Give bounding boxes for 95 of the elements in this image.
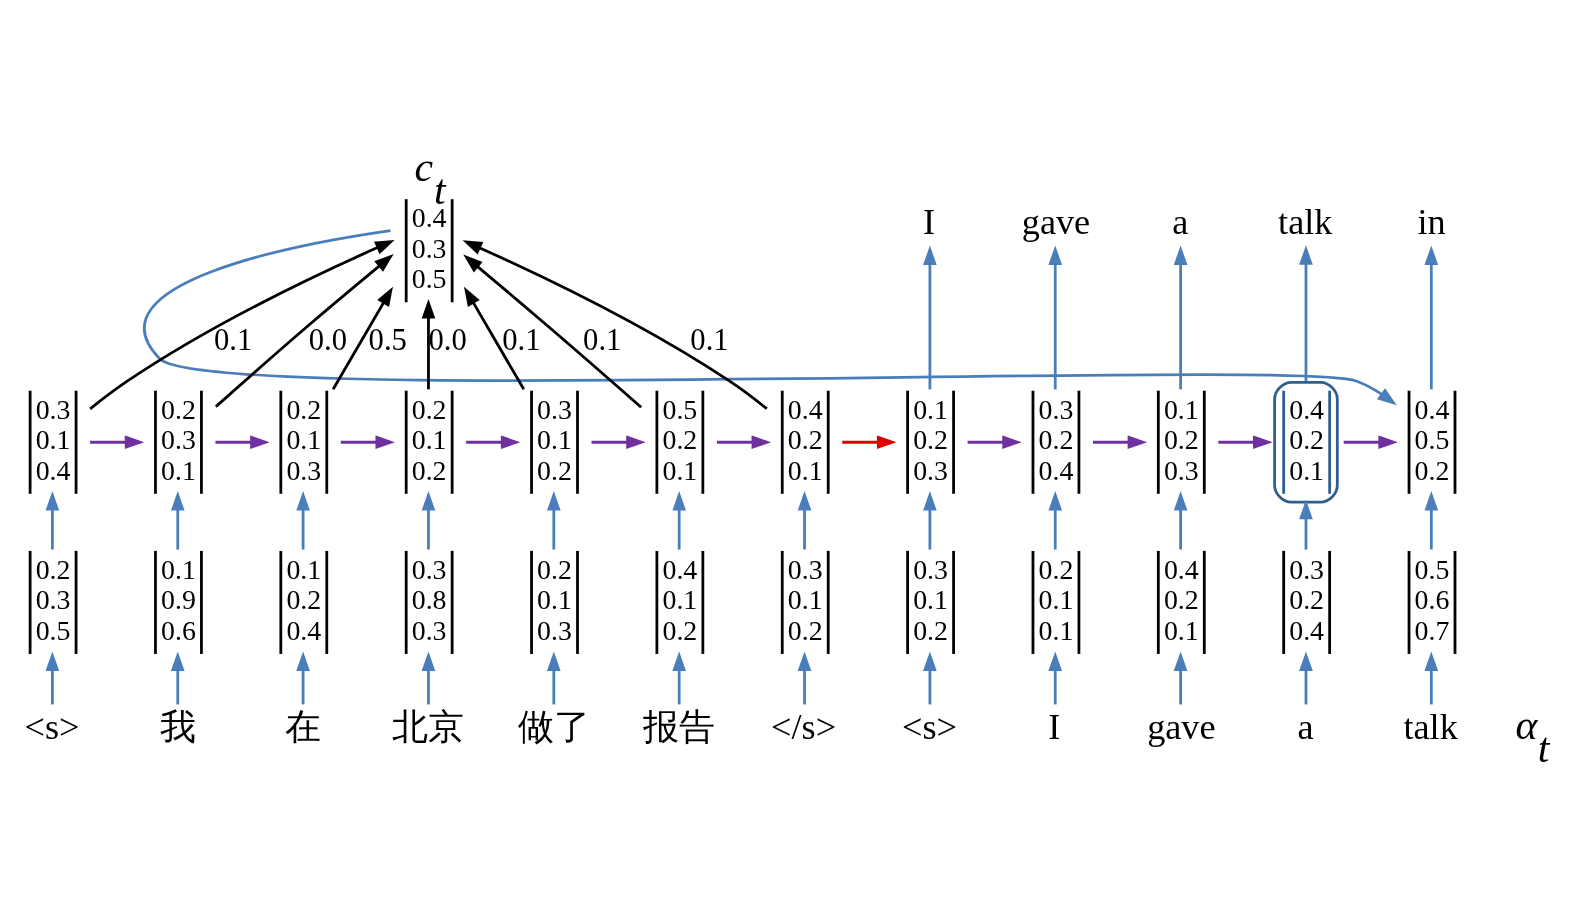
arrow: [842, 434, 897, 449]
node-text: 0.3 0.1 0.2: [787, 553, 823, 646]
arrow: [1048, 244, 1063, 389]
arrow: [797, 650, 812, 704]
node-text: 0.5 0.2 0.1: [662, 393, 698, 486]
edge-label: 0.0: [308, 322, 347, 357]
arrow: [90, 434, 145, 449]
node-text: 0.3 0.1 0.2: [537, 393, 572, 486]
arrow: [143, 228, 1397, 405]
node-text: 0.2 0.3 0.1: [161, 393, 196, 486]
arrow: [463, 286, 525, 390]
arrow: [923, 650, 937, 704]
arrow: [466, 434, 521, 449]
node-text: 0.3 0.2 0.4: [1289, 553, 1325, 646]
arrow: [170, 490, 185, 549]
node-text: 报告: [642, 706, 715, 747]
edge-label: 0.1: [690, 322, 729, 357]
node-text: 0.2 0.3 0.5: [35, 553, 71, 646]
node-text: gave: [1021, 201, 1091, 242]
node-text: 做了: [517, 706, 590, 747]
arrow: [923, 244, 937, 389]
node-text: 0.1 0.9 0.6: [161, 553, 196, 646]
node-text: I: [922, 201, 935, 242]
arrow: [1048, 490, 1063, 549]
node-box: 0.4 0.2 0.1: [1273, 380, 1339, 504]
arrow: [463, 254, 643, 408]
arrow: [967, 434, 1022, 449]
node-text: gave: [1147, 706, 1216, 747]
arrow: [421, 490, 436, 549]
node-text: 0.1 0.2 0.4: [286, 553, 322, 646]
arrow: [1299, 499, 1313, 549]
node-text: a: [1297, 706, 1314, 747]
arrow: [45, 490, 60, 549]
arrow: [215, 434, 270, 449]
edge-label: 0.1: [213, 322, 253, 357]
arrow: [89, 239, 395, 410]
arrow: [1424, 650, 1439, 704]
edge-label: 0.5: [368, 322, 407, 357]
node-text: in: [1417, 201, 1446, 242]
arrow: [296, 650, 310, 704]
node-text: a: [1172, 201, 1189, 242]
arrow: [716, 434, 772, 449]
node-text: 0.5 0.6 0.7: [1414, 553, 1450, 646]
arrow: [797, 490, 812, 549]
arrow: [1424, 244, 1439, 389]
arrow: [1173, 490, 1188, 549]
arrow: [1173, 650, 1188, 704]
node-text: 0.3 0.2 0.4: [1038, 393, 1074, 486]
arrow: [1092, 434, 1148, 449]
node-text: talk: [1278, 201, 1333, 242]
arrow: [1173, 244, 1188, 389]
arrow: [1048, 650, 1063, 704]
arrow: [331, 286, 393, 390]
edge-label: 0.1: [583, 322, 622, 357]
arrow: [672, 650, 686, 704]
node-text: 0.2 0.1 0.3: [537, 553, 572, 646]
arrow: [591, 434, 646, 449]
node-text: </s>: [771, 706, 837, 747]
arrow: [1299, 650, 1313, 704]
arrow: [1218, 434, 1273, 449]
node-text: 0.1 0.2 0.3: [913, 393, 948, 486]
arrow: [547, 490, 561, 549]
arrow: [170, 650, 185, 704]
node-text: 0.2 0.1 0.2: [411, 393, 447, 486]
arrow: [1299, 244, 1313, 381]
edge-label: 0.1: [502, 322, 541, 357]
node-text: 我: [159, 706, 196, 747]
node-text: 0.2 0.1 0.3: [286, 393, 322, 486]
node-text: 0.4 0.1 0.2: [662, 553, 698, 646]
node-text: 0.3 0.1 0.4: [35, 393, 71, 486]
node-text: 0.2 0.1 0.1: [1038, 553, 1074, 646]
node-text: 0.3 0.8 0.3: [411, 553, 447, 646]
arrow: [923, 490, 937, 549]
arrow: [421, 298, 436, 389]
node-text: talk: [1403, 706, 1458, 747]
arrow: [214, 253, 394, 408]
arrow: [547, 650, 561, 704]
arrow: [340, 434, 396, 449]
node-text: 0.3 0.1 0.2: [913, 553, 948, 646]
arrow: [462, 239, 768, 410]
arrow: [672, 490, 686, 549]
arrow: [1424, 490, 1439, 549]
node-text: <s>: [24, 706, 80, 747]
arrow: [296, 490, 310, 549]
arrow: [45, 650, 60, 704]
node-text: 0.4 0.5 0.2: [1414, 393, 1450, 486]
node-text: 0.4 0.2 0.1: [1163, 553, 1199, 646]
node-text: <s>: [902, 706, 957, 747]
arrow: [1343, 434, 1398, 449]
node-text: 北京: [392, 706, 465, 747]
node-text: I: [1048, 706, 1061, 747]
arrow: [421, 650, 436, 704]
node-text: 0.1 0.2 0.3: [1163, 393, 1199, 486]
node-text: 在: [285, 706, 321, 747]
node-text: 0.4 0.2 0.1: [787, 393, 823, 486]
